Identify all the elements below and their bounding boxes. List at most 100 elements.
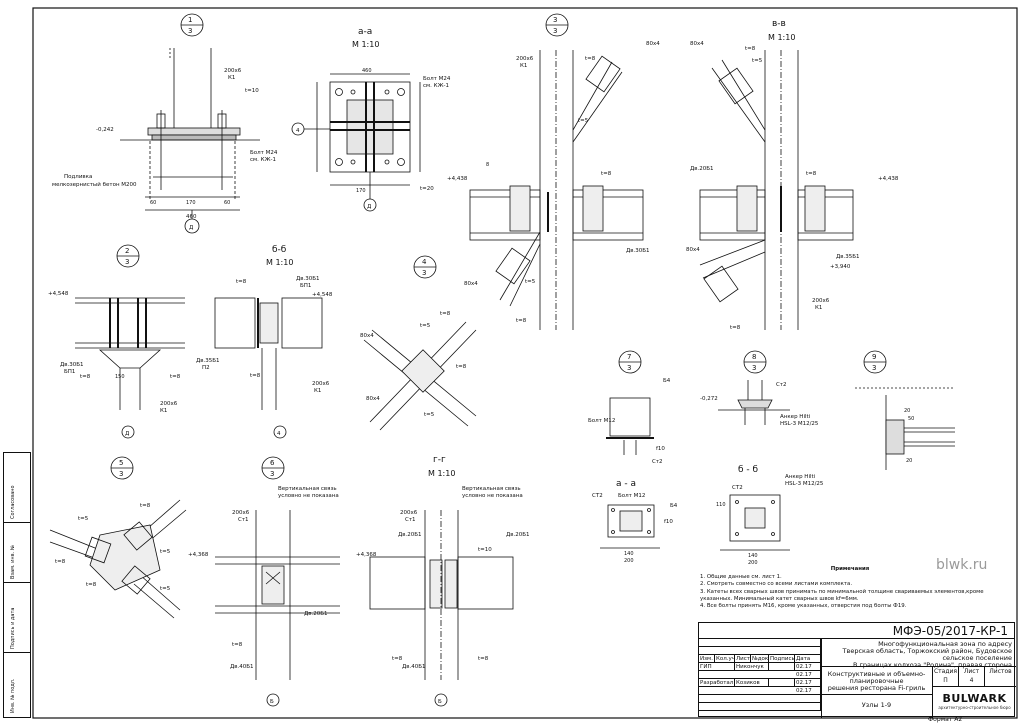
- grid-row: [699, 695, 821, 703]
- grid-row: [699, 703, 821, 711]
- label: 80х4: [360, 333, 374, 339]
- note-item: 3. Катеты всех сварных швов принимать по…: [700, 588, 984, 595]
- notes-title: Примечания: [830, 566, 870, 572]
- company-logo: BULWARK архитектурно-строительное бюро: [933, 687, 1016, 718]
- section-scale: М 1:10: [266, 258, 293, 267]
- detail-8-sheet: 3: [752, 364, 756, 372]
- detail-6-number: 6: [270, 459, 275, 467]
- section-gg: [369, 510, 514, 707]
- label: Дв.20Б1: [304, 611, 328, 617]
- sheets-label: Листов: [989, 668, 1012, 675]
- label: t=8: [250, 373, 261, 379]
- label: Дв.30Б1: [60, 362, 84, 368]
- detail-1-sheet: 3: [188, 27, 192, 35]
- label: +4,548: [48, 291, 69, 297]
- detail-6-sheet: 3: [270, 470, 274, 478]
- section-title: в-в: [772, 19, 786, 29]
- name-cell: Козиков: [735, 679, 769, 687]
- label: К1: [520, 63, 527, 69]
- label: +4,368: [188, 552, 209, 558]
- label: Анкер Hilti: [785, 474, 816, 480]
- dimension: 60: [150, 200, 156, 206]
- detail-5: [49, 456, 187, 619]
- label: мелкозернистый бетон М200: [52, 181, 137, 188]
- label: Болт М24: [250, 150, 278, 156]
- dimension: 60: [224, 200, 230, 206]
- label: 4: [296, 128, 300, 134]
- logo-text: BULWARK: [942, 692, 1007, 705]
- notes: Примечания 1. Общие данные см. лист 1. 2…: [700, 566, 1000, 610]
- label: П2: [202, 365, 210, 371]
- section-mark: Д: [125, 431, 130, 437]
- address-line: Многофункциональная зона по адресу: [878, 640, 1012, 648]
- label: t=8: [806, 171, 817, 177]
- label: Дв.35Б1: [836, 254, 860, 260]
- section-title: г-г: [433, 455, 446, 465]
- label: 80х4: [464, 281, 478, 287]
- watermark: blwk.ru: [936, 557, 988, 573]
- note-item: 4. Все болты принять М16, кроме указанны…: [700, 603, 907, 610]
- dimension: 50: [908, 416, 914, 422]
- label: +4,438: [447, 176, 468, 182]
- dimension: 460: [362, 68, 372, 74]
- label: 200х6: [812, 298, 830, 304]
- note-item: указанных. Минимальный катет сварных шво…: [700, 595, 859, 602]
- label: t=5: [78, 516, 89, 522]
- label: t=5: [578, 118, 589, 124]
- label: Подливка: [64, 174, 92, 180]
- label: Дв.30Б1: [626, 248, 650, 254]
- label: t=8: [236, 279, 247, 285]
- section-bb: [214, 297, 323, 439]
- label: t=5: [752, 58, 763, 64]
- label: 8: [486, 162, 489, 168]
- detail-7-number: 7: [627, 353, 631, 361]
- label: 80х4: [646, 41, 660, 47]
- label: 200х6: [312, 381, 330, 387]
- document-code: МФЭ-05/2017-КР-1: [699, 623, 1014, 639]
- section-title: б - б: [738, 465, 759, 475]
- label: t=5: [424, 412, 435, 418]
- label: t=5: [420, 323, 431, 329]
- section-mark: Б: [270, 699, 274, 705]
- section-title: а-а: [358, 27, 372, 37]
- role-cell: Разработал: [699, 679, 735, 687]
- detail-5-number: 5: [119, 459, 123, 467]
- note-item: 1. Общие данные см. лист 1.: [700, 574, 782, 581]
- side-strip: Согласовано Взам. инв. № Подпись и дата …: [3, 452, 31, 718]
- side-label: Согласовано: [10, 485, 16, 519]
- header-cell: Лист: [735, 655, 751, 663]
- detail-3-sheet: 3: [553, 27, 557, 35]
- section-mark: Д: [367, 204, 372, 210]
- label: Болт М12: [588, 418, 615, 424]
- label: +3,940: [830, 264, 851, 270]
- label: Ст2: [652, 459, 663, 465]
- label: 200х6: [232, 510, 250, 516]
- section-scale: М 1:10: [352, 40, 379, 49]
- label: t=5: [525, 279, 536, 285]
- detail-7: [600, 350, 660, 549]
- detail-5-sheet: 3: [119, 470, 123, 478]
- sheet-value: 4: [969, 677, 974, 684]
- detail-7-sheet: 3: [627, 364, 631, 372]
- dimension: 150: [115, 374, 125, 380]
- label: t=5: [160, 586, 171, 592]
- dimension: 20: [904, 408, 910, 414]
- project-name: Конструктивные и объемно-планировочные р…: [821, 667, 933, 695]
- label: +4,438: [878, 176, 899, 182]
- label: условно не показана: [278, 493, 339, 499]
- detail-4: [363, 255, 477, 431]
- label: Болт М12: [618, 493, 645, 499]
- sheet-label: Лист: [963, 668, 980, 675]
- label: 80х4: [366, 396, 380, 402]
- label: t=8: [730, 325, 741, 331]
- header-cell: Кол.уч: [715, 655, 735, 663]
- label: Ст1: [405, 517, 416, 523]
- label: t=8: [80, 374, 91, 380]
- label: t=20: [420, 186, 434, 192]
- label: f10: [664, 519, 673, 525]
- label: HSL-3 M12/25: [780, 421, 819, 427]
- detail-1-number: 1: [188, 16, 192, 24]
- date-cell: 02.17: [795, 663, 821, 671]
- label: f10: [656, 446, 665, 452]
